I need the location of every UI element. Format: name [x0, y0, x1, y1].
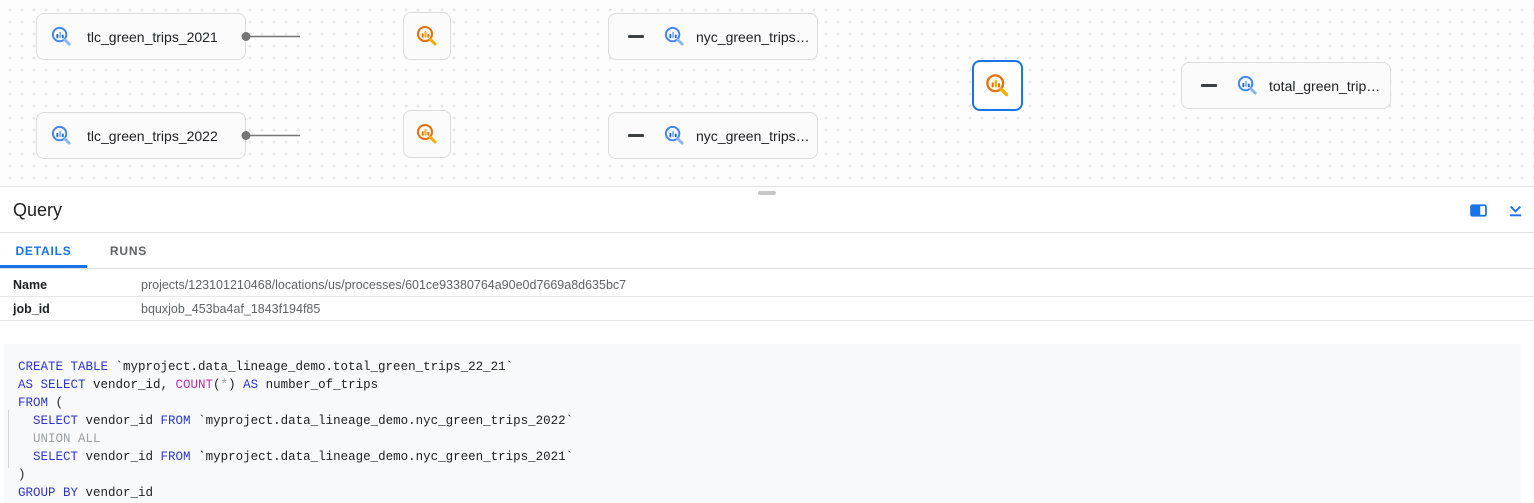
table-node-label: total_green_trip… [1269, 77, 1381, 94]
bigquery-table-icon [50, 124, 73, 147]
tab-label: DETAILS [15, 243, 72, 258]
process-node-bottom[interactable] [403, 110, 451, 158]
bigquery-table-icon [663, 124, 686, 147]
bigquery-process-icon [415, 24, 439, 48]
sql-code: CREATE TABLE `myproject.data_lineage_dem… [4, 344, 1521, 503]
lineage-graph[interactable]: tlc_green_trips_2021 tlc_green_trips_202… [0, 0, 1534, 187]
table-node-nyc-green-trips-bottom[interactable]: nyc_green_trips… [608, 112, 818, 159]
page-title: Query [13, 200, 63, 220]
detail-label-name: Name [13, 277, 48, 292]
split-view-icon [1469, 204, 1487, 217]
detail-value-job-id: bquxjob_453ba4af_1843f194f85 [141, 301, 321, 316]
details-table: Name projects/123101210468/locations/us/… [0, 269, 1534, 321]
bigquery-process-icon [984, 72, 1011, 99]
table-node-label: tlc_green_trips_2021 [87, 28, 218, 45]
collapse-panel-button[interactable] [1504, 200, 1526, 222]
tab-label: RUNS [109, 243, 148, 258]
bigquery-process-icon [415, 122, 439, 146]
table-node-label: nyc_green_trips… [696, 127, 810, 144]
table-node-total-green-trips[interactable]: total_green_trip… [1181, 62, 1391, 109]
query-details-panel: Query DETAILS RUNS Name [0, 187, 1534, 503]
collapse-icon[interactable] [1201, 84, 1217, 87]
indent-guide [8, 410, 9, 468]
collapse-icon[interactable] [628, 134, 644, 137]
detail-label-job-id: job_id [13, 301, 50, 316]
split-view-button[interactable] [1467, 200, 1489, 222]
collapse-icon[interactable] [628, 35, 644, 38]
table-node-tlc-green-trips-2021[interactable]: tlc_green_trips_2021 [36, 13, 246, 60]
table-node-nyc-green-trips-top[interactable]: nyc_green_trips… [608, 13, 818, 60]
panel-resize-handle[interactable] [758, 191, 776, 195]
table-node-tlc-green-trips-2022[interactable]: tlc_green_trips_2022 [36, 112, 246, 159]
table-row: job_id bquxjob_453ba4af_1843f194f85 [0, 297, 1534, 321]
process-node-selected-query[interactable] [972, 60, 1023, 111]
process-node-top[interactable] [403, 12, 451, 60]
table-node-label: nyc_green_trips… [696, 28, 810, 45]
tab-runs[interactable]: RUNS [87, 233, 170, 268]
panel-header: Query [0, 187, 1534, 233]
bigquery-table-icon [663, 25, 686, 48]
detail-value-name: projects/123101210468/locations/us/proce… [141, 277, 627, 292]
bigquery-table-icon [1236, 74, 1259, 97]
collapse-panel-icon [1509, 205, 1521, 217]
bigquery-table-icon [50, 25, 73, 48]
panel-actions [1467, 200, 1528, 222]
panel-tabs: DETAILS RUNS [0, 233, 1534, 269]
table-row: Name projects/123101210468/locations/us/… [0, 273, 1534, 297]
tab-details[interactable]: DETAILS [0, 233, 87, 268]
table-node-label: tlc_green_trips_2022 [87, 127, 218, 144]
